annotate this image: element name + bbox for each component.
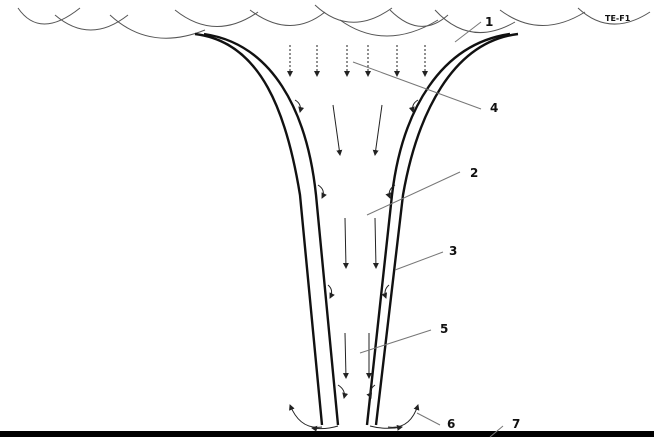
ground-outflow-arrows (290, 405, 418, 429)
figure-tag: TE-F1 (605, 14, 631, 23)
wall-swirl-arrows (295, 100, 418, 398)
downflow-arrows (333, 105, 382, 378)
funnel-left-wall (195, 34, 338, 425)
label-1: 1 (485, 15, 493, 29)
dashed-downdraft-arrows (290, 45, 425, 76)
label-7: 7 (512, 417, 520, 431)
label-2: 2 (470, 166, 478, 180)
label-3: 3 (449, 244, 457, 258)
cloud-base (18, 5, 650, 38)
funnel-right-wall (367, 34, 518, 425)
label-6: 6 (447, 417, 455, 431)
label-4: 4 (490, 101, 498, 115)
label-5: 5 (440, 322, 448, 336)
